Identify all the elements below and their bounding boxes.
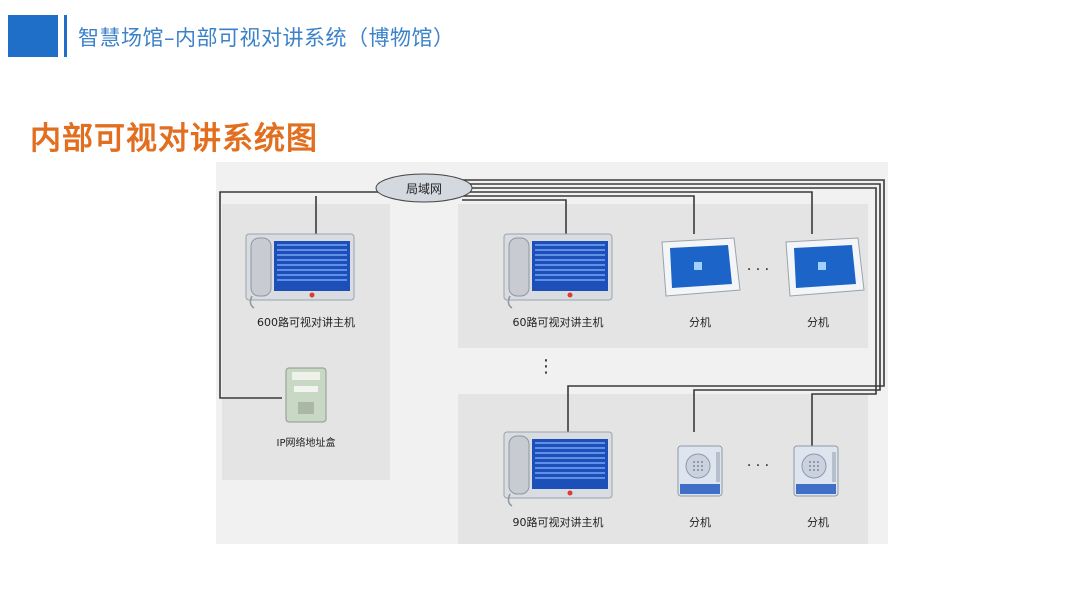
ip-box-label: IP网络地址盒 [276,438,336,449]
ellipsis-bottom: · · · [746,458,770,474]
host-600-label: 600路可视对讲主机 [257,316,355,329]
ellipsis-vertical: ⋮ [537,356,555,377]
lan-node [375,173,473,203]
extension-top-2-label: 分机 [807,316,829,329]
ip-box-icon [285,367,327,423]
page-header-title: 智慧场馆–内部可视对讲系统（博物馆） [78,26,455,50]
extension-tablet-2-icon [785,237,865,297]
intercom-system-diagram: 局域网 600路可视对讲主机 IP网络地址盒 60路可视对讲主机 分机 分机 9… [216,162,888,544]
lan-label: 局域网 [405,182,443,196]
network-cables [219,179,885,450]
extension-speaker-2-icon [793,445,839,497]
header-accent-block [8,15,58,57]
host-90-icon [503,431,613,507]
diagram-canvas [216,162,888,544]
extension-top-1-label: 分机 [689,316,711,329]
header-accent-bar [64,15,67,57]
extension-bottom-2-label: 分机 [807,516,829,529]
extension-tablet-1-icon [661,237,741,297]
section-title: 内部可视对讲系统图 [30,121,318,157]
extension-bottom-1-label: 分机 [689,516,711,529]
host-60-label: 60路可视对讲主机 [512,316,604,329]
host-60-icon [503,233,613,309]
extension-speaker-1-icon [677,445,723,497]
ellipsis-top: · · · [746,262,770,278]
host-90-label: 90路可视对讲主机 [512,516,604,529]
host-600-icon [245,233,355,309]
